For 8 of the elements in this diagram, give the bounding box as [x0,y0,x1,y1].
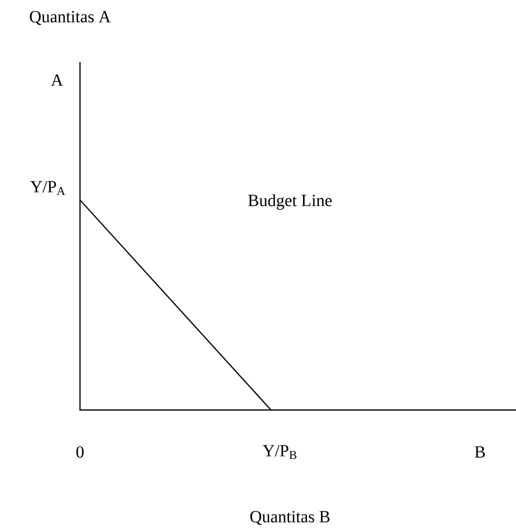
axis-label: B [474,446,485,458]
intercept-label: Y/P$_{B}$ [262,445,296,459]
intercept-label: Y/P$_{A}$ [30,181,66,195]
axis-label: A [51,74,64,86]
origin-label: 0 [76,446,84,458]
line-label: Budget Line [248,194,332,210]
axis-title: Quantitas A [30,11,111,25]
axis-title: Quantitas B [250,510,330,525]
